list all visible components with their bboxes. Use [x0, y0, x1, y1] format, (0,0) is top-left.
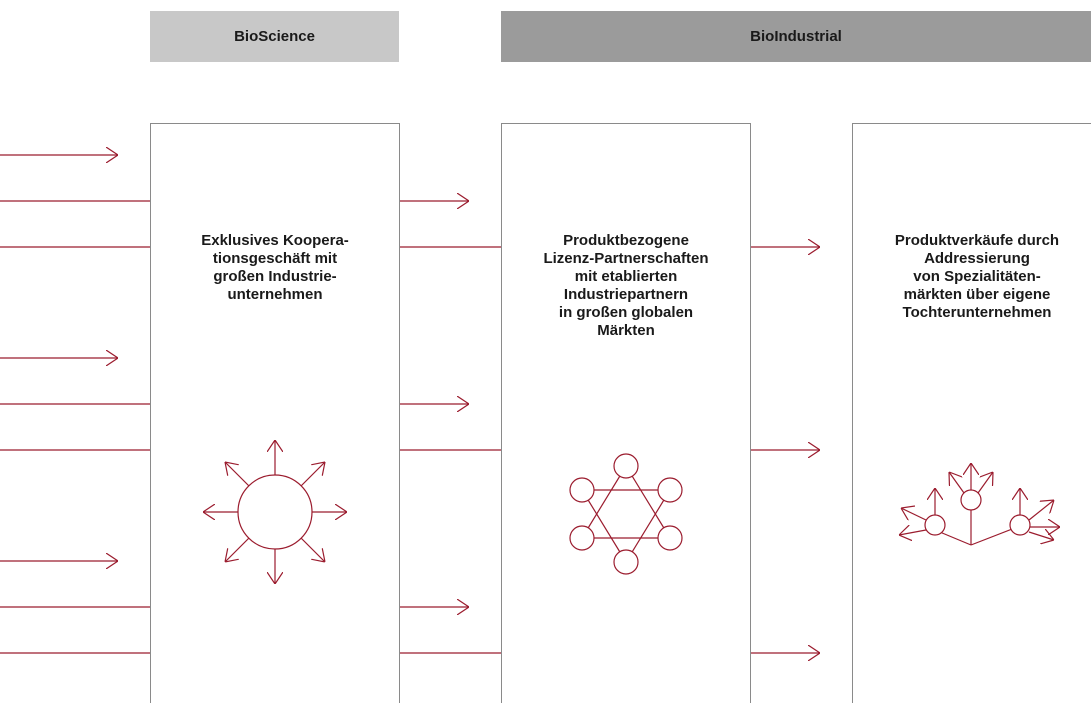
bioindustrial-header: BioIndustrial [501, 11, 1091, 62]
left-arrow-group-1 [0, 155, 150, 248]
licensing-box-text: Produktbezogene Lizenz-Partnerschaften m… [543, 232, 709, 339]
right-arrow-group [751, 247, 820, 653]
product-sales-box-text: Produktverkäufe durch Addressierung von … [894, 232, 1060, 321]
cooperation-box-text: Exklusives Koopera- tionsgeschäft mit gr… [201, 232, 349, 303]
licensing-box: Produktbezogene Lizenz-Partnerschaften m… [501, 123, 751, 703]
cooperation-box: Exklusives Koopera- tionsgeschäft mit gr… [150, 123, 400, 703]
middle-arrow-group [400, 201, 501, 654]
left-arrow-group-2 [0, 358, 150, 451]
bioscience-header: BioScience [150, 11, 399, 62]
left-arrow-group-3 [0, 561, 150, 654]
product-sales-box: Produktverkäufe durch Addressierung von … [852, 123, 1091, 703]
